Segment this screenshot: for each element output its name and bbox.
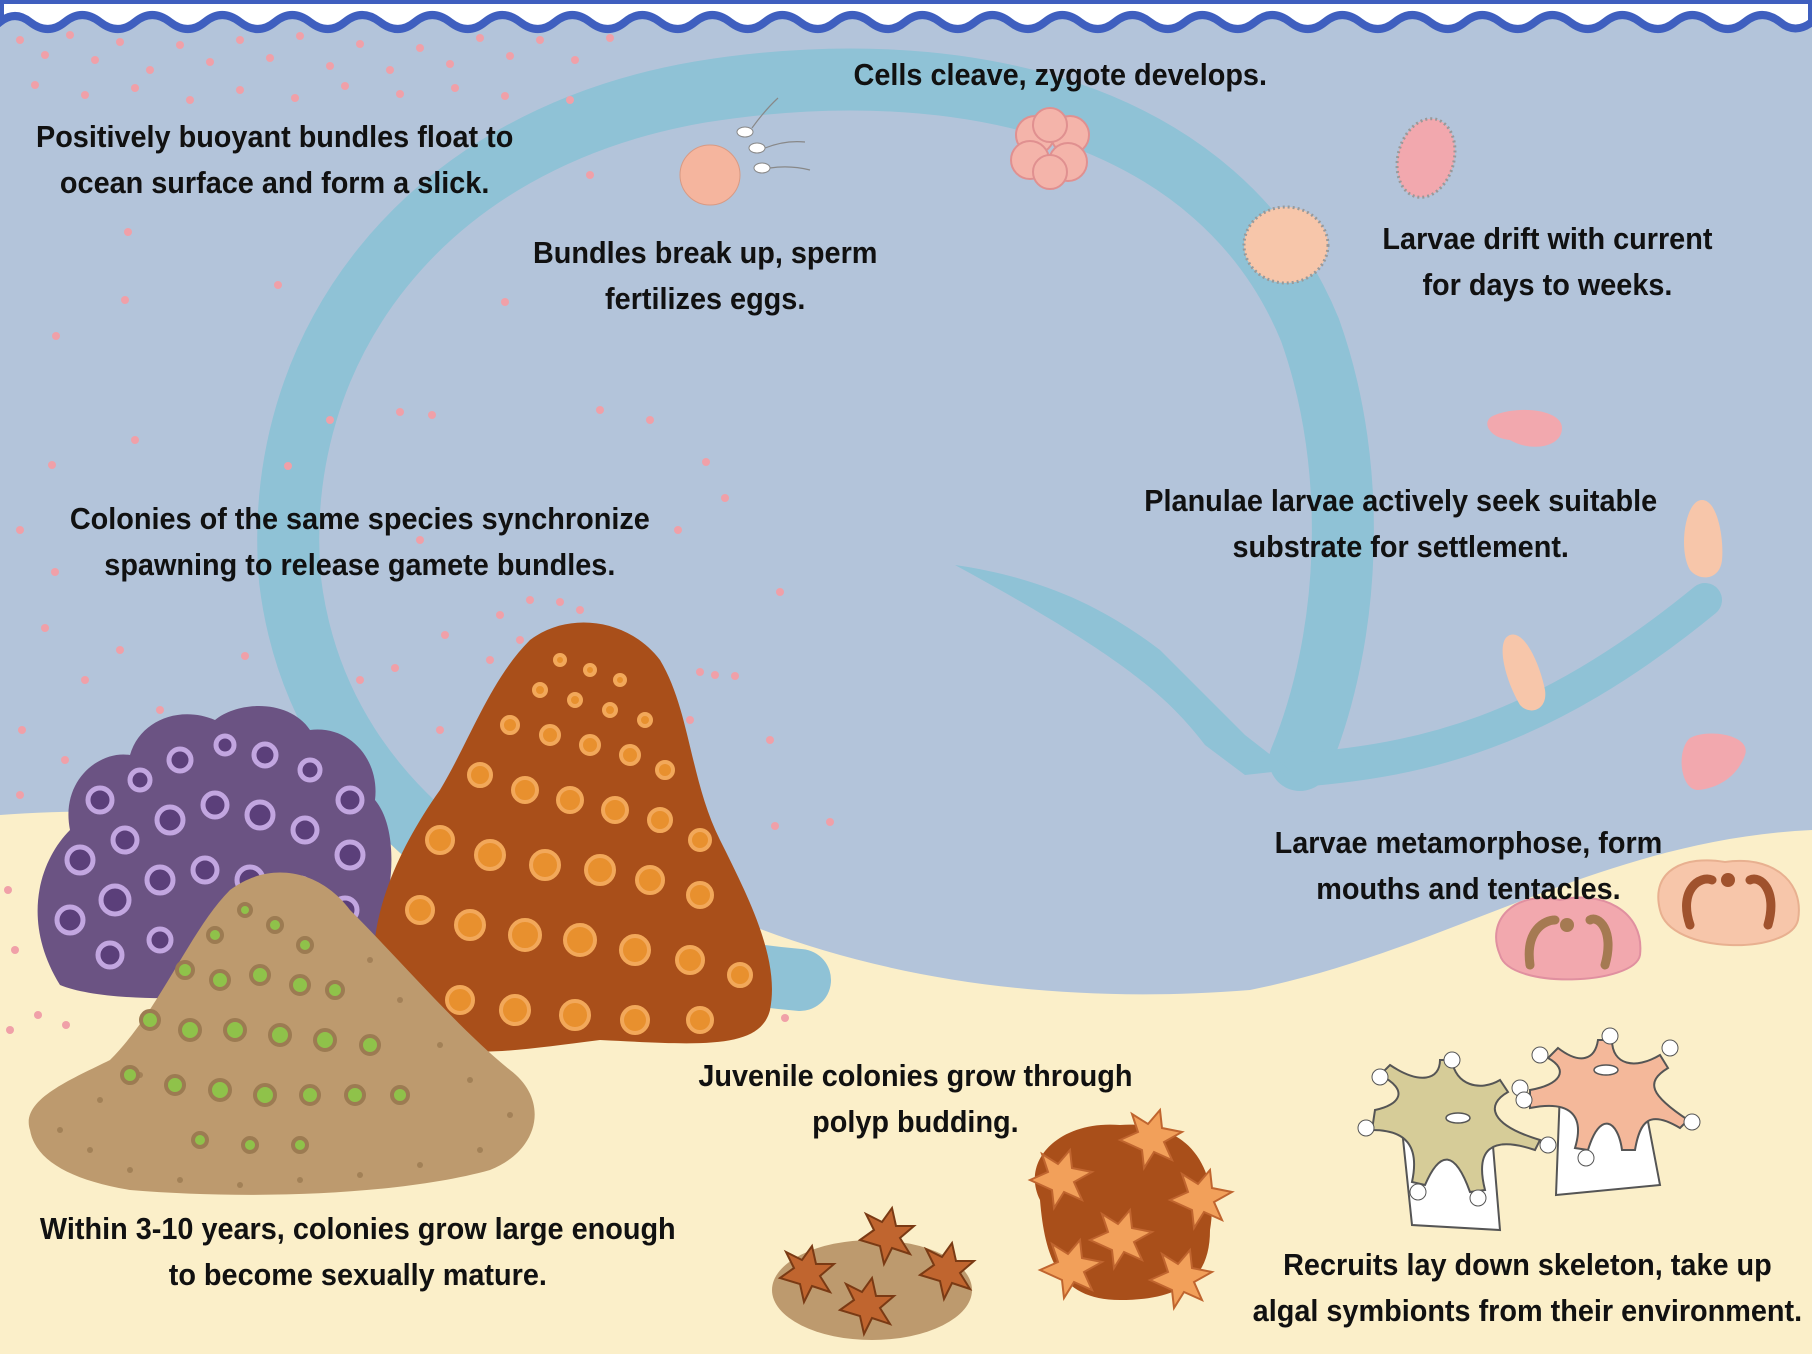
stage-label-metamorphose-line-2: mouths and tentacles. (1316, 871, 1621, 906)
stage-label-slick: Positively buoyant bundles float to ocea… (36, 114, 513, 206)
stage-label-spawning-line-1: Colonies of the same species synchronize (69, 501, 650, 536)
mound-coral-icon (28, 872, 535, 1195)
stage-label-mature: Within 3-10 years, colonies grow large e… (40, 1206, 676, 1298)
stage-label-mature-line-1: Within 3-10 years, colonies grow large e… (39, 1211, 676, 1246)
ciliated-larva-icon (1242, 117, 1457, 285)
stage-label-spawning: Colonies of the same species synchronize… (70, 496, 650, 588)
brain-coral-icon (373, 622, 772, 1052)
cycle-arrowhead-icon (955, 565, 1290, 775)
stage-label-drift: Larvae drift with current for days to we… (1382, 216, 1712, 308)
stage-label-planulae-line-1: Planulae larvae actively seek suitable (1144, 483, 1658, 518)
cycle-arrow-icon (257, 48, 1722, 1011)
juvenile-colony-icon (772, 1107, 1235, 1340)
gamete-bundles (4, 31, 834, 1034)
stage-label-recruits-line-1: Recruits lay down skeleton, take up (1283, 1247, 1772, 1282)
stage-label-fertilize-line-2: fertilizes eggs. (605, 281, 806, 316)
stage-label-juvenile-line-1: Juvenile colonies grow through (698, 1058, 1133, 1093)
wave-surface-icon (0, 0, 1812, 33)
stage-label-drift-line-2: for days to weeks. (1422, 267, 1673, 302)
planula-larva-icon (1487, 409, 1746, 790)
recruit-polyp-icon (1357, 1027, 1701, 1232)
egg-and-sperm-icon (679, 97, 811, 206)
stage-label-mature-line-2: to become sexually mature. (168, 1257, 547, 1292)
stage-label-juvenile: Juvenile colonies grow through polyp bud… (698, 1053, 1132, 1145)
stage-label-fertilize-line-1: Bundles break up, sperm (532, 235, 878, 270)
cleaving-zygote-icon (1010, 107, 1090, 190)
stage-label-cleave: Cells cleave, zygote develops. (854, 52, 1267, 98)
stage-label-planulae: Planulae larvae actively seek suitable s… (1144, 478, 1657, 570)
stage-label-drift-line-1: Larvae drift with current (1382, 221, 1713, 256)
stage-label-spawning-line-2: spawning to release gamete bundles. (104, 547, 616, 582)
stage-label-metamorphose-line-1: Larvae metamorphose, form (1274, 825, 1663, 860)
stage-label-planulae-line-2: substrate for settlement. (1232, 529, 1569, 564)
stage-label-cleave-line-1: Cells cleave, zygote develops. (853, 57, 1267, 92)
stage-label-recruits-line-2: algal symbionts from their environment. (1252, 1293, 1803, 1328)
stage-label-slick-line-2: ocean surface and form a slick. (59, 165, 490, 200)
stage-label-juvenile-line-2: polyp budding. (812, 1104, 1019, 1139)
stage-label-slick-line-1: Positively buoyant bundles float to (35, 119, 514, 154)
stage-label-fertilize: Bundles break up, sperm fertilizes eggs. (533, 230, 877, 322)
stage-label-metamorphose: Larvae metamorphose, form mouths and ten… (1275, 820, 1663, 912)
stage-label-recruits: Recruits lay down skeleton, take up alga… (1253, 1242, 1802, 1334)
settled-polyp-icon (1495, 859, 1800, 981)
